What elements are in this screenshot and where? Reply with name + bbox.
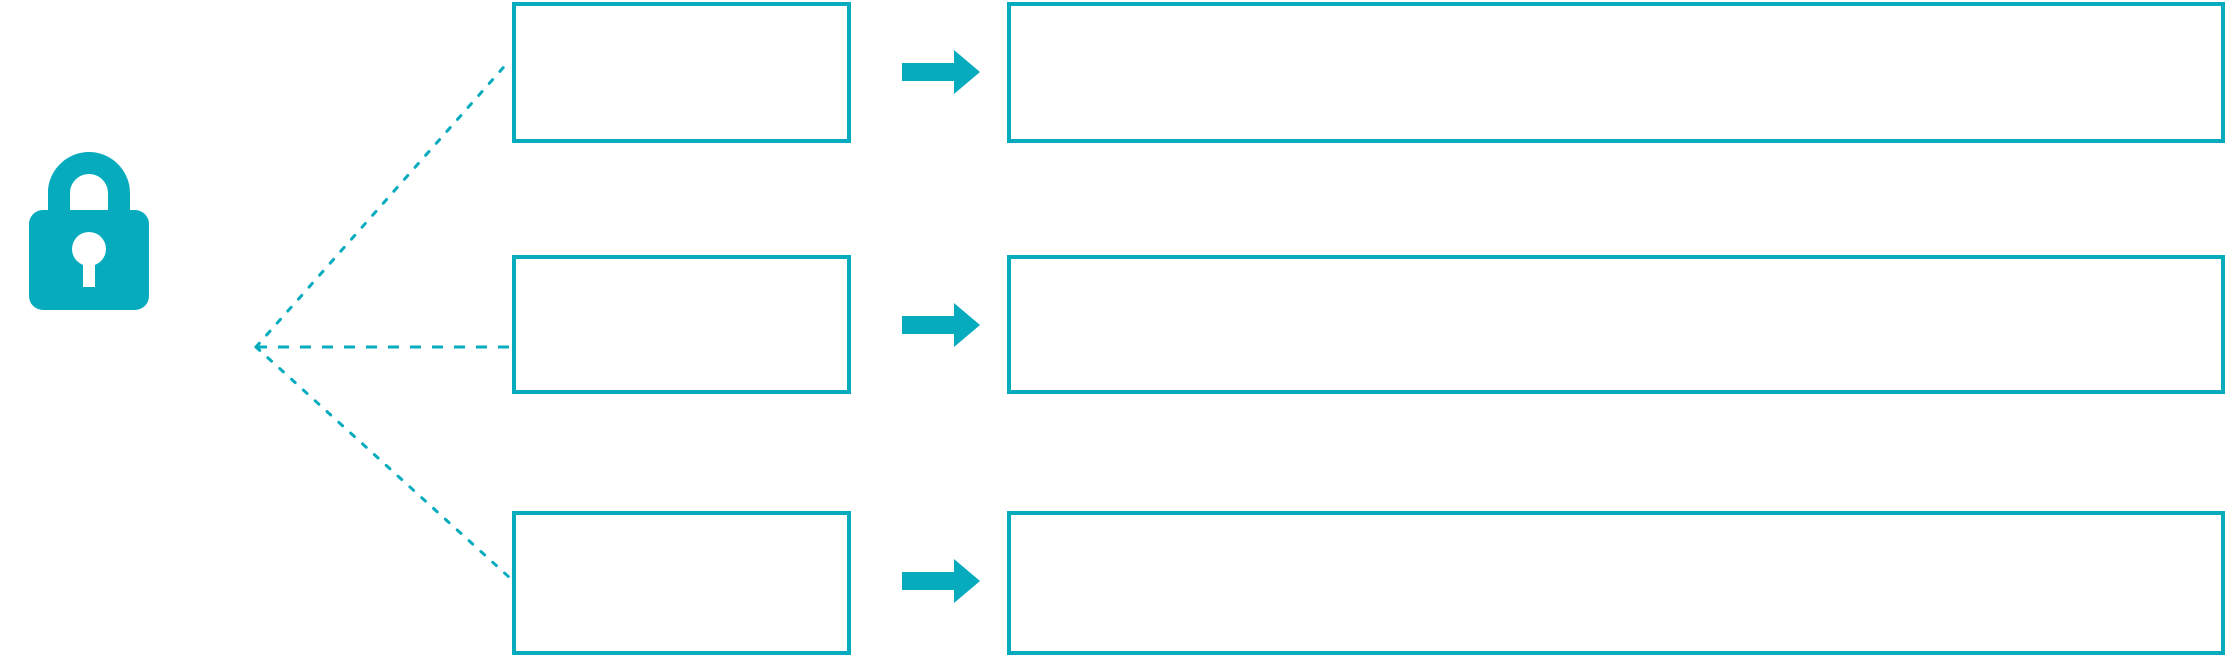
effect-box-row-3-label <box>1011 515 2221 651</box>
effect-box-row-1[interactable] <box>1007 2 2225 143</box>
flow-arrow-row-3 <box>902 558 980 604</box>
cause-box-row-1-label <box>516 6 847 139</box>
connector-line-row-1 <box>254 58 512 349</box>
cause-box-row-3[interactable] <box>512 511 851 655</box>
flow-arrow-row-2 <box>902 302 980 348</box>
effect-box-row-2-label <box>1011 259 2221 390</box>
connector-line-row-3 <box>254 345 512 580</box>
effect-box-row-2[interactable] <box>1007 255 2225 394</box>
effect-box-row-1-label <box>1011 6 2221 139</box>
cause-box-row-3-label <box>516 515 847 651</box>
cause-box-row-2[interactable] <box>512 255 851 394</box>
lock-icon <box>26 152 152 310</box>
effect-box-row-3[interactable] <box>1007 511 2225 655</box>
cause-box-row-1[interactable] <box>512 2 851 143</box>
flow-arrow-row-1 <box>902 49 980 95</box>
cause-box-row-2-label <box>516 259 847 390</box>
